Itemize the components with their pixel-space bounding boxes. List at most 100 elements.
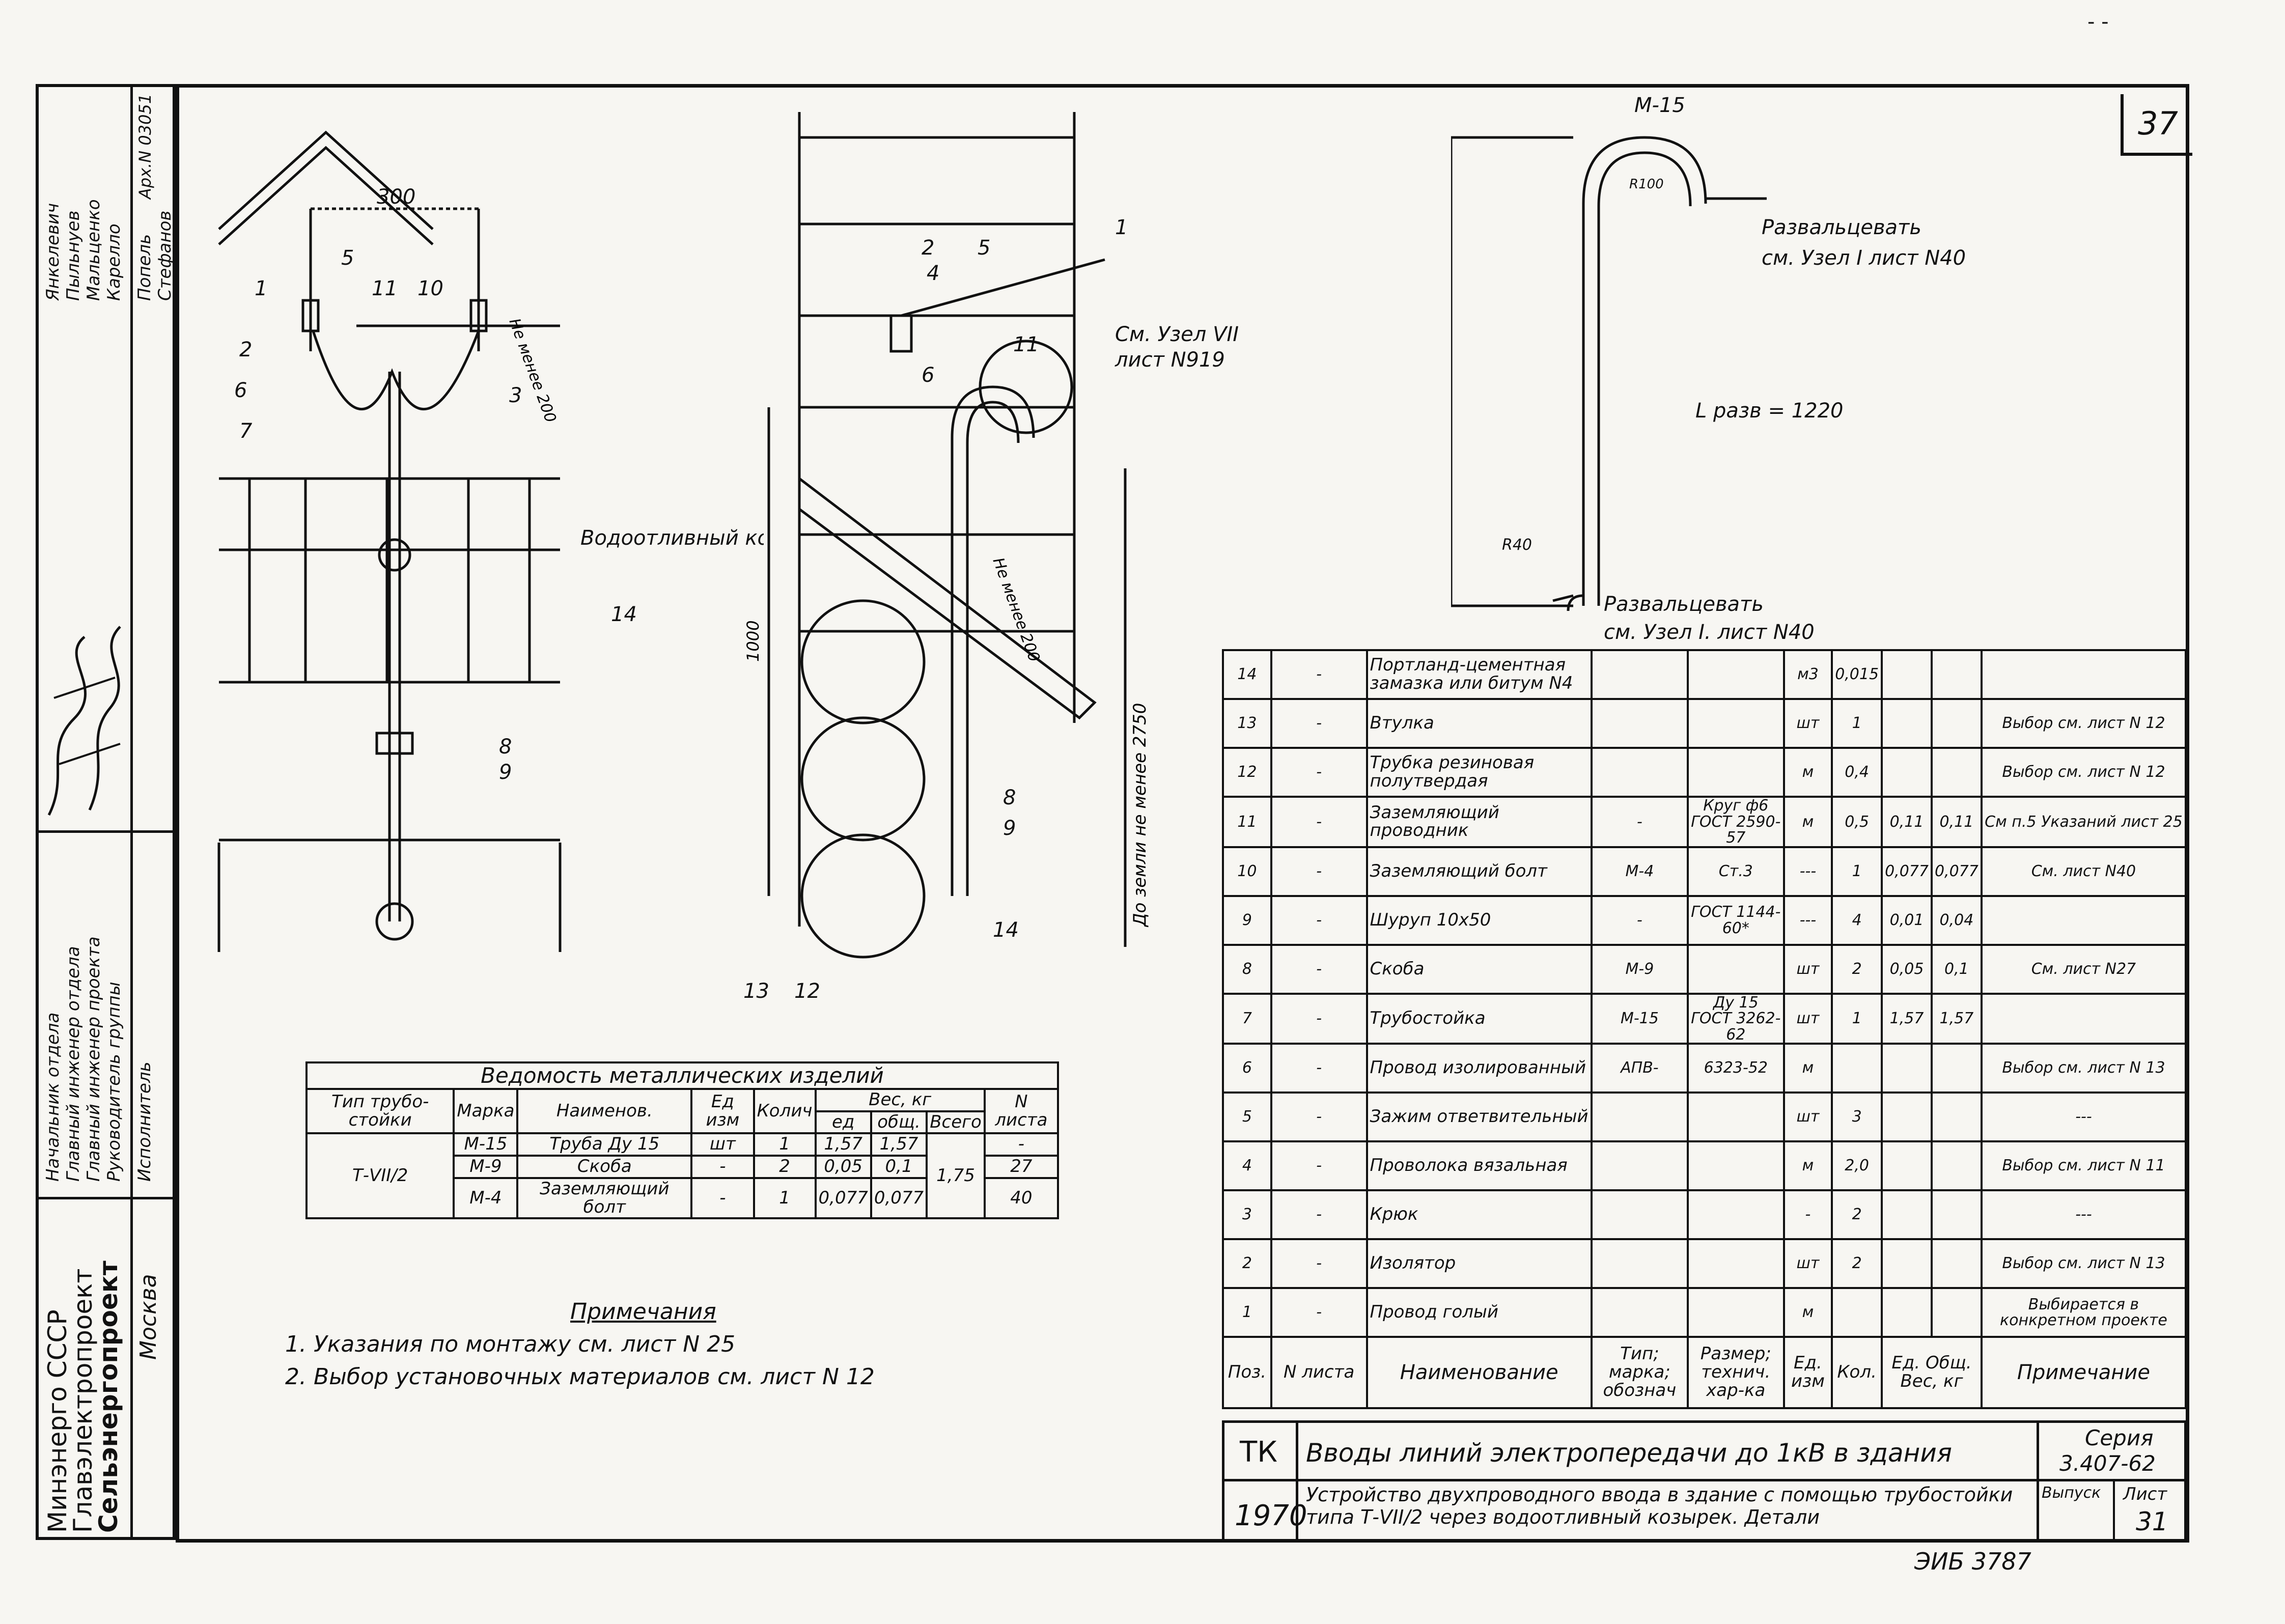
stamp-name-3: Мальценко: [83, 199, 104, 301]
spec-cell-unitw: [1881, 1238, 1933, 1289]
metal-cell: 0,077: [870, 1177, 928, 1220]
metal-h-name: Наименов.: [516, 1088, 693, 1135]
spec-cell-note: Выбор см. лист N 13: [1980, 1238, 2187, 1289]
spec-cell-type: -: [1590, 796, 1689, 848]
spec-cell-size: 6323-52: [1686, 1043, 1785, 1094]
metal-h-type: Тип трубо-стойки: [305, 1088, 455, 1135]
spec-cell-type: [1590, 698, 1689, 749]
left-callout-10: 10: [417, 277, 443, 300]
spec-cell-type: [1590, 1140, 1689, 1191]
notes-title: Примечания: [570, 1299, 716, 1325]
spec-cell-totalw: [1930, 1287, 1983, 1338]
spec-cell-unit: м: [1782, 1287, 1833, 1338]
metal-h-sheet: N листа: [983, 1088, 1060, 1135]
pipe-r100: R100: [1629, 177, 1664, 192]
spec-cell-pos: 2: [1222, 1238, 1272, 1289]
mid-ref-node: См. Узел VII: [1115, 323, 1239, 346]
spec-h-note: Примечание: [1980, 1336, 2187, 1409]
spec-cell-pos: 4: [1222, 1140, 1272, 1191]
mid-callout-11: 11: [1013, 333, 1039, 356]
mid-min-200: Не менее 200: [989, 555, 1043, 664]
stamp-org-4: Москва: [135, 1274, 161, 1360]
spec-cell-unit: шт: [1782, 943, 1833, 995]
spec-cell-note: Выбор см. лист N 12: [1980, 698, 2187, 749]
spec-cell-size: Ст.3: [1686, 846, 1785, 897]
title-block: ТК 1970 Вводы линий электропередачи до 1…: [1222, 1420, 2187, 1543]
spec-cell-unitw: [1881, 1091, 1933, 1142]
spec-cell-sheet: -: [1270, 943, 1368, 995]
spec-cell-unit: м: [1782, 747, 1833, 798]
spec-cell-size: [1686, 943, 1785, 995]
spec-h-size: Размер; технич. хар-ка: [1686, 1336, 1785, 1409]
spec-cell-qty: 4: [1831, 894, 1883, 946]
left-dim-300: 300: [377, 185, 415, 209]
metal-h-qty: Колич: [753, 1088, 817, 1135]
spec-cell-sheet: -: [1270, 796, 1368, 848]
spec-cell-pos: 14: [1222, 649, 1272, 700]
metal-h-mark: Марка: [453, 1088, 519, 1135]
metal-cell: 0,05: [814, 1155, 872, 1179]
spec-cell-totalw: [1930, 747, 1983, 798]
pipe-flare-bottom: Развальцевать: [1604, 593, 1764, 616]
title-main: Вводы линий электропередачи до 1кВ в зда…: [1306, 1438, 1952, 1468]
metal-cell: Заземляющий болт: [516, 1177, 693, 1220]
spec-cell-unitw: 0,077: [1881, 846, 1933, 897]
metal-cell: 1: [753, 1177, 817, 1220]
spec-cell-totalw: [1930, 1091, 1983, 1142]
metal-cell: М-15: [453, 1132, 519, 1157]
spec-cell-name: Изолятор: [1366, 1238, 1593, 1289]
spec-cell-note: [1980, 894, 2187, 946]
spec-cell-note: ---: [1980, 1189, 2187, 1240]
stamp-archive: Арх.N 03051: [135, 93, 155, 199]
spec-cell-name: Втулка: [1366, 698, 1593, 749]
metal-cell: -: [690, 1177, 755, 1220]
mid-callout-8: 8: [1003, 786, 1016, 809]
sheet-value: 31: [2136, 1507, 2168, 1536]
left-min-200: Не менее 200: [505, 316, 559, 425]
spec-cell-pos: 13: [1222, 698, 1272, 749]
spec-cell-pos: 6: [1222, 1043, 1272, 1094]
left-detail-drawing: 300 1 5 11 10 2 3 6 7 14 8 9 Водоотливны…: [217, 130, 764, 952]
spec-cell-note: Выбор см. лист N 12: [1980, 747, 2187, 798]
spec-cell-note: См. лист N27: [1980, 943, 2187, 995]
spec-cell-size: [1686, 698, 1785, 749]
pipe-length: L разв = 1220: [1695, 399, 1844, 423]
spec-cell-totalw: 0,04: [1930, 894, 1983, 946]
spec-cell-note: См п.5 Указаний лист 25: [1980, 796, 2187, 848]
spec-cell-type: [1590, 1287, 1689, 1338]
spec-cell-qty: 3: [1831, 1091, 1883, 1142]
middle-detail-drawing: 1 2 4 5 6 11 8 9 14 13 12 См. Узел VII л…: [743, 112, 1239, 1003]
stamp-name-1: Янкелевич: [43, 203, 63, 301]
spec-cell-size: [1686, 1091, 1785, 1142]
metal-cell: 0,077: [814, 1177, 872, 1220]
spec-cell-name: Проволока вязальная: [1366, 1140, 1593, 1191]
title-tk: ТК: [1240, 1436, 1277, 1469]
spec-cell-type: М-15: [1590, 992, 1689, 1045]
spec-cell-name: Скоба: [1366, 943, 1593, 995]
series-label: Серия: [2085, 1425, 2154, 1450]
spec-cell-note: См. лист N40: [1980, 846, 2187, 897]
spec-cell-unitw: [1881, 649, 1933, 700]
spec-cell-name: Крюк: [1366, 1189, 1593, 1240]
spec-cell-qty: [1831, 1287, 1883, 1338]
spec-cell-unitw: [1881, 1140, 1933, 1191]
pipe-flare-top: Развальцевать: [1762, 216, 1921, 239]
spec-cell-qty: 2: [1831, 943, 1883, 995]
spec-cell-unitw: [1881, 1189, 1933, 1240]
metal-cell: Скоба: [516, 1155, 693, 1179]
metal-cell: -: [983, 1132, 1060, 1157]
right-pipe-drawing: M-15 Развальцевать см. Узел I лист N40 R…: [1451, 94, 1966, 644]
stamp-name-4: Карелло: [104, 223, 124, 301]
spec-h-totalw: Общ.: [1926, 1353, 1972, 1374]
pipe-flare-top-ref: см. Узел I лист N40: [1762, 246, 1966, 270]
notes-block: Примечания 1. Указания по монтажу см. ли…: [285, 1296, 875, 1393]
spec-cell-pos: 10: [1222, 846, 1272, 897]
drawing-frame: [176, 84, 2189, 1543]
spec-cell-unitw: 0,05: [1881, 943, 1933, 995]
spec-cell-unit: шт: [1782, 698, 1833, 749]
spec-h-name: Наименование: [1366, 1336, 1593, 1409]
